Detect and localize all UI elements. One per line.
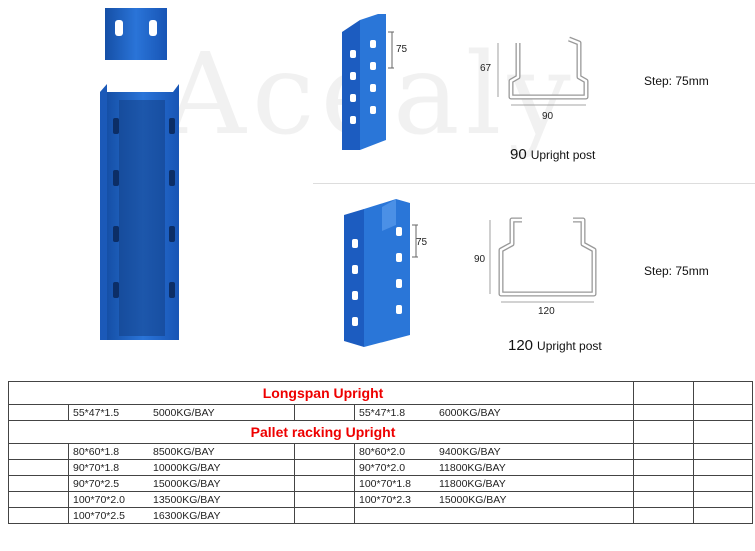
size-cell: 90*70*2.0 (359, 461, 406, 474)
upright-120-width-dim: 120 (538, 306, 555, 317)
upright-120-number: 120 (508, 337, 534, 354)
table-row: 90*70*2.5 15000KG/BAY 100*70*1.8 11800KG/B… (8, 475, 754, 492)
upright-spec-table: Longspan Upright 55*47*1.5 5000KG/BAY 55*… (7, 381, 754, 524)
size-cell: 80*60*2.0 (359, 445, 406, 458)
size-cell: 90*70*1.8 (73, 461, 120, 474)
table-row: 55*47*1.5 5000KG/BAY 55*47*1.8 6000KG/BAY (8, 404, 754, 421)
load-cell: 16300KG/BAY (153, 509, 221, 522)
table-row: 100*70*2.5 16300KG/BAY (8, 507, 754, 524)
table-row: 100*70*2.0 13500KG/BAY 100*70*2.3 15000KG/… (8, 491, 754, 508)
load-cell: 9400KG/BAY (439, 445, 501, 458)
upright-120-label: Upright post (537, 339, 602, 353)
table-row: 80*60*1.8 8500KG/BAY 80*60*2.0 9400KG/BAY (8, 443, 754, 460)
upright-120-section: 90 120 (474, 217, 597, 317)
load-cell: 6000KG/BAY (439, 406, 501, 419)
upright-120-hole-dim: 75 (416, 237, 428, 248)
upright-120-step: Step: 75mm (644, 264, 709, 278)
upright-90-hole-dim: 75 (396, 44, 408, 55)
load-cell: 11800KG/BAY (439, 461, 506, 474)
size-cell: 100*70*2.0 (73, 493, 125, 506)
load-cell: 5000KG/BAY (153, 406, 215, 419)
load-cell: 15000KG/BAY (439, 493, 507, 506)
upright-120-height-dim: 90 (474, 254, 486, 265)
upright-120-photo: 75 (344, 199, 428, 347)
upright-90-height-dim: 67 (480, 63, 492, 74)
load-cell: 10000KG/BAY (153, 461, 221, 474)
size-cell: 100*70*2.3 (359, 493, 411, 506)
load-cell: 15000KG/BAY (153, 477, 221, 490)
size-cell: 90*70*2.5 (73, 477, 120, 490)
upright-90-width-dim: 90 (542, 111, 554, 122)
upright-90-label: Upright post (530, 148, 596, 162)
size-cell: 55*47*1.8 (359, 406, 406, 419)
upright-90-section: 67 90 (480, 36, 589, 122)
size-cell: 100*70*2.5 (73, 509, 125, 522)
load-cell: 11800KG/BAY (439, 477, 506, 490)
size-cell: 55*47*1.5 (73, 406, 120, 419)
longspan-title: Longspan Upright (7, 381, 635, 405)
upright-90-photo: 75 (342, 14, 408, 150)
size-cell: 100*70*1.8 (359, 477, 411, 490)
load-cell: 13500KG/BAY (153, 493, 221, 506)
size-cell: 80*60*1.8 (73, 445, 120, 458)
upright-90-step: Step: 75mm (644, 74, 709, 88)
load-cell: 8500KG/BAY (153, 445, 215, 458)
pallet-racking-title: Pallet racking Upright (7, 420, 635, 444)
section-divider (313, 183, 755, 184)
upright-90-number: 90 (510, 146, 527, 163)
upright-photo-large (100, 8, 179, 340)
table-row: 90*70*1.8 10000KG/BAY 90*70*2.0 11800KG/BA… (8, 459, 754, 476)
